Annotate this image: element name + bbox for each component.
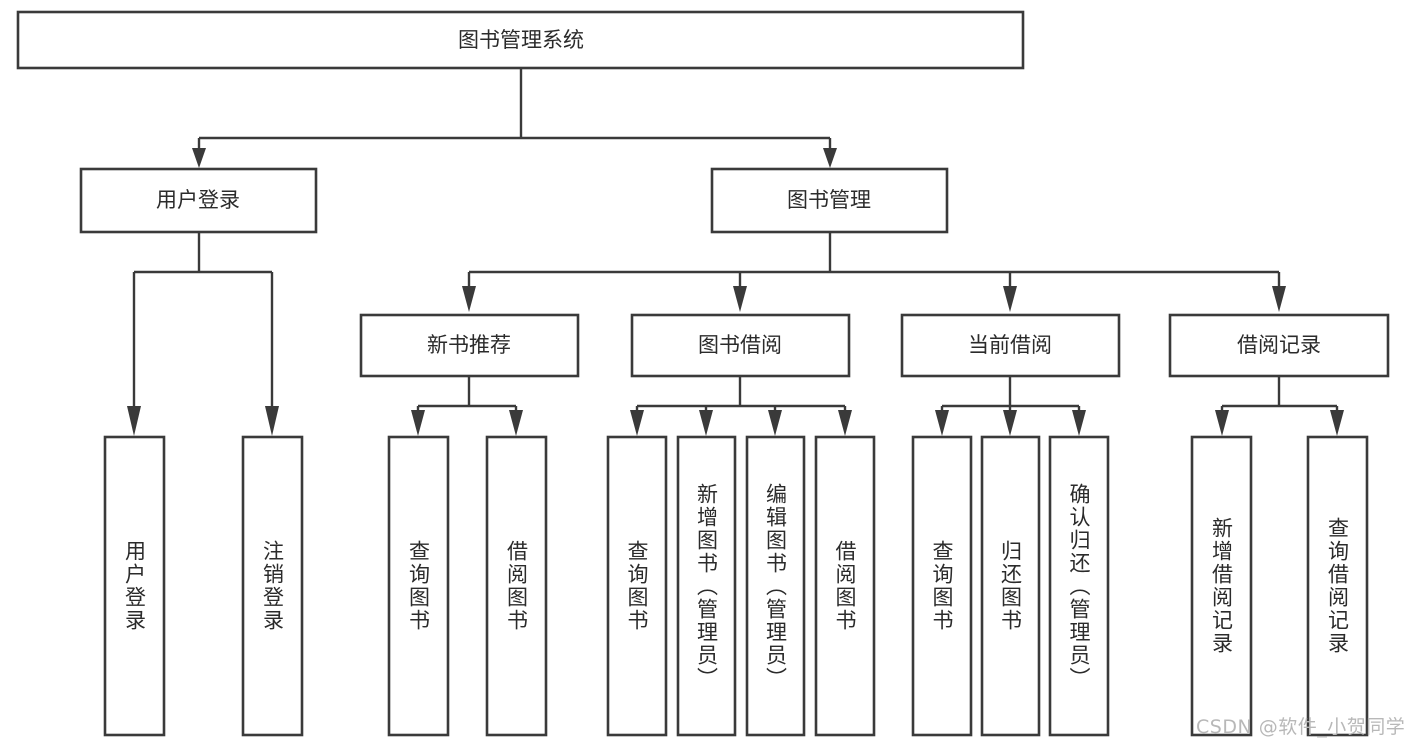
arrow-leaf-edit-book: [768, 410, 782, 436]
arrow-leaf-query-record: [1330, 410, 1344, 436]
arrow-leaf-confirm-return: [1072, 410, 1086, 436]
arrow-leaf-add-book: [699, 410, 713, 436]
arrow-leaf-query-book-1: [411, 410, 425, 436]
arrow-leaf-user-logout: [265, 406, 279, 436]
node-leaf-add-book-box[interactable]: [676, 435, 737, 737]
node-root-box[interactable]: [16, 10, 1025, 70]
node-book-borrow[interactable]: 图书借阅: [630, 313, 851, 378]
connector-group-current-borrow: [935, 376, 1086, 436]
node-leaf-query-book-3-box[interactable]: [911, 435, 973, 737]
connector-group-new-book-rec: [411, 376, 523, 436]
node-leaf-user-logout-box[interactable]: [241, 435, 304, 737]
node-current-borrow-box[interactable]: [900, 313, 1121, 378]
node-borrow-record-box[interactable]: [1168, 313, 1390, 378]
csdn-watermark: CSDN @软件_小贺同学: [1196, 716, 1405, 738]
node-book-manage-box[interactable]: [710, 167, 949, 234]
arrow-user-login: [192, 148, 206, 168]
node-borrow-record[interactable]: 借阅记录: [1168, 313, 1390, 378]
node-new-book-rec[interactable]: 新书推荐: [359, 313, 580, 378]
node-user-login[interactable]: 用户登录: [79, 167, 318, 234]
node-new-book-rec-label: 新书推荐: [427, 333, 511, 357]
node-leaf-query-book-1-box[interactable]: [387, 435, 450, 737]
node-root-label: 图书管理系统: [458, 28, 584, 52]
node-leaf-query-book-2-box[interactable]: [606, 435, 668, 737]
node-leaf-return-book-box[interactable]: [980, 435, 1041, 737]
arrow-leaf-user-login: [127, 406, 141, 436]
connector-group-borrow-record: [1215, 376, 1344, 436]
connector-group-root: [192, 68, 837, 168]
node-book-borrow-box[interactable]: [630, 313, 851, 378]
connector-group-book-manage: [462, 232, 1286, 312]
arrow-leaf-query-book-3: [935, 410, 949, 436]
arrow-current-borrow: [1003, 286, 1017, 312]
node-current-borrow-label: 当前借阅: [968, 333, 1052, 357]
node-leaf-confirm-return-box[interactable]: [1048, 435, 1110, 737]
arrow-leaf-add-record: [1215, 410, 1229, 436]
node-leaf-add-record-box[interactable]: [1190, 435, 1253, 737]
arrow-book-borrow: [733, 286, 747, 312]
node-current-borrow[interactable]: 当前借阅: [900, 313, 1121, 378]
arrow-leaf-borrow-book-2: [838, 410, 852, 436]
node-leaf-edit-book-box[interactable]: [745, 435, 806, 737]
node-book-borrow-label: 图书借阅: [698, 333, 782, 357]
connector-group-book-borrow: [630, 376, 852, 436]
node-leaf-borrow-book-2-box[interactable]: [814, 435, 876, 737]
node-new-book-rec-box[interactable]: [359, 313, 580, 378]
node-user-login-label: 用户登录: [156, 188, 240, 212]
node-book-manage[interactable]: 图书管理: [710, 167, 949, 234]
node-book-manage-label: 图书管理: [787, 188, 871, 212]
node-leaf-borrow-book-1-box[interactable]: [485, 435, 548, 737]
node-root[interactable]: 图书管理系统: [16, 10, 1025, 70]
node-leaf-query-record-box[interactable]: [1306, 435, 1369, 737]
node-leaf-user-login-box[interactable]: [103, 435, 166, 737]
arrow-leaf-borrow-book-1: [509, 410, 523, 436]
connector-group-user-login: [127, 232, 279, 436]
arrow-book-manage: [823, 148, 837, 168]
arrow-borrow-record: [1272, 286, 1286, 312]
arrow-new-book-rec: [462, 286, 476, 312]
node-user-login-box[interactable]: [79, 167, 318, 234]
node-borrow-record-label: 借阅记录: [1237, 333, 1321, 357]
arrow-leaf-query-book-2: [630, 410, 644, 436]
arrow-leaf-return-book: [1003, 410, 1017, 436]
